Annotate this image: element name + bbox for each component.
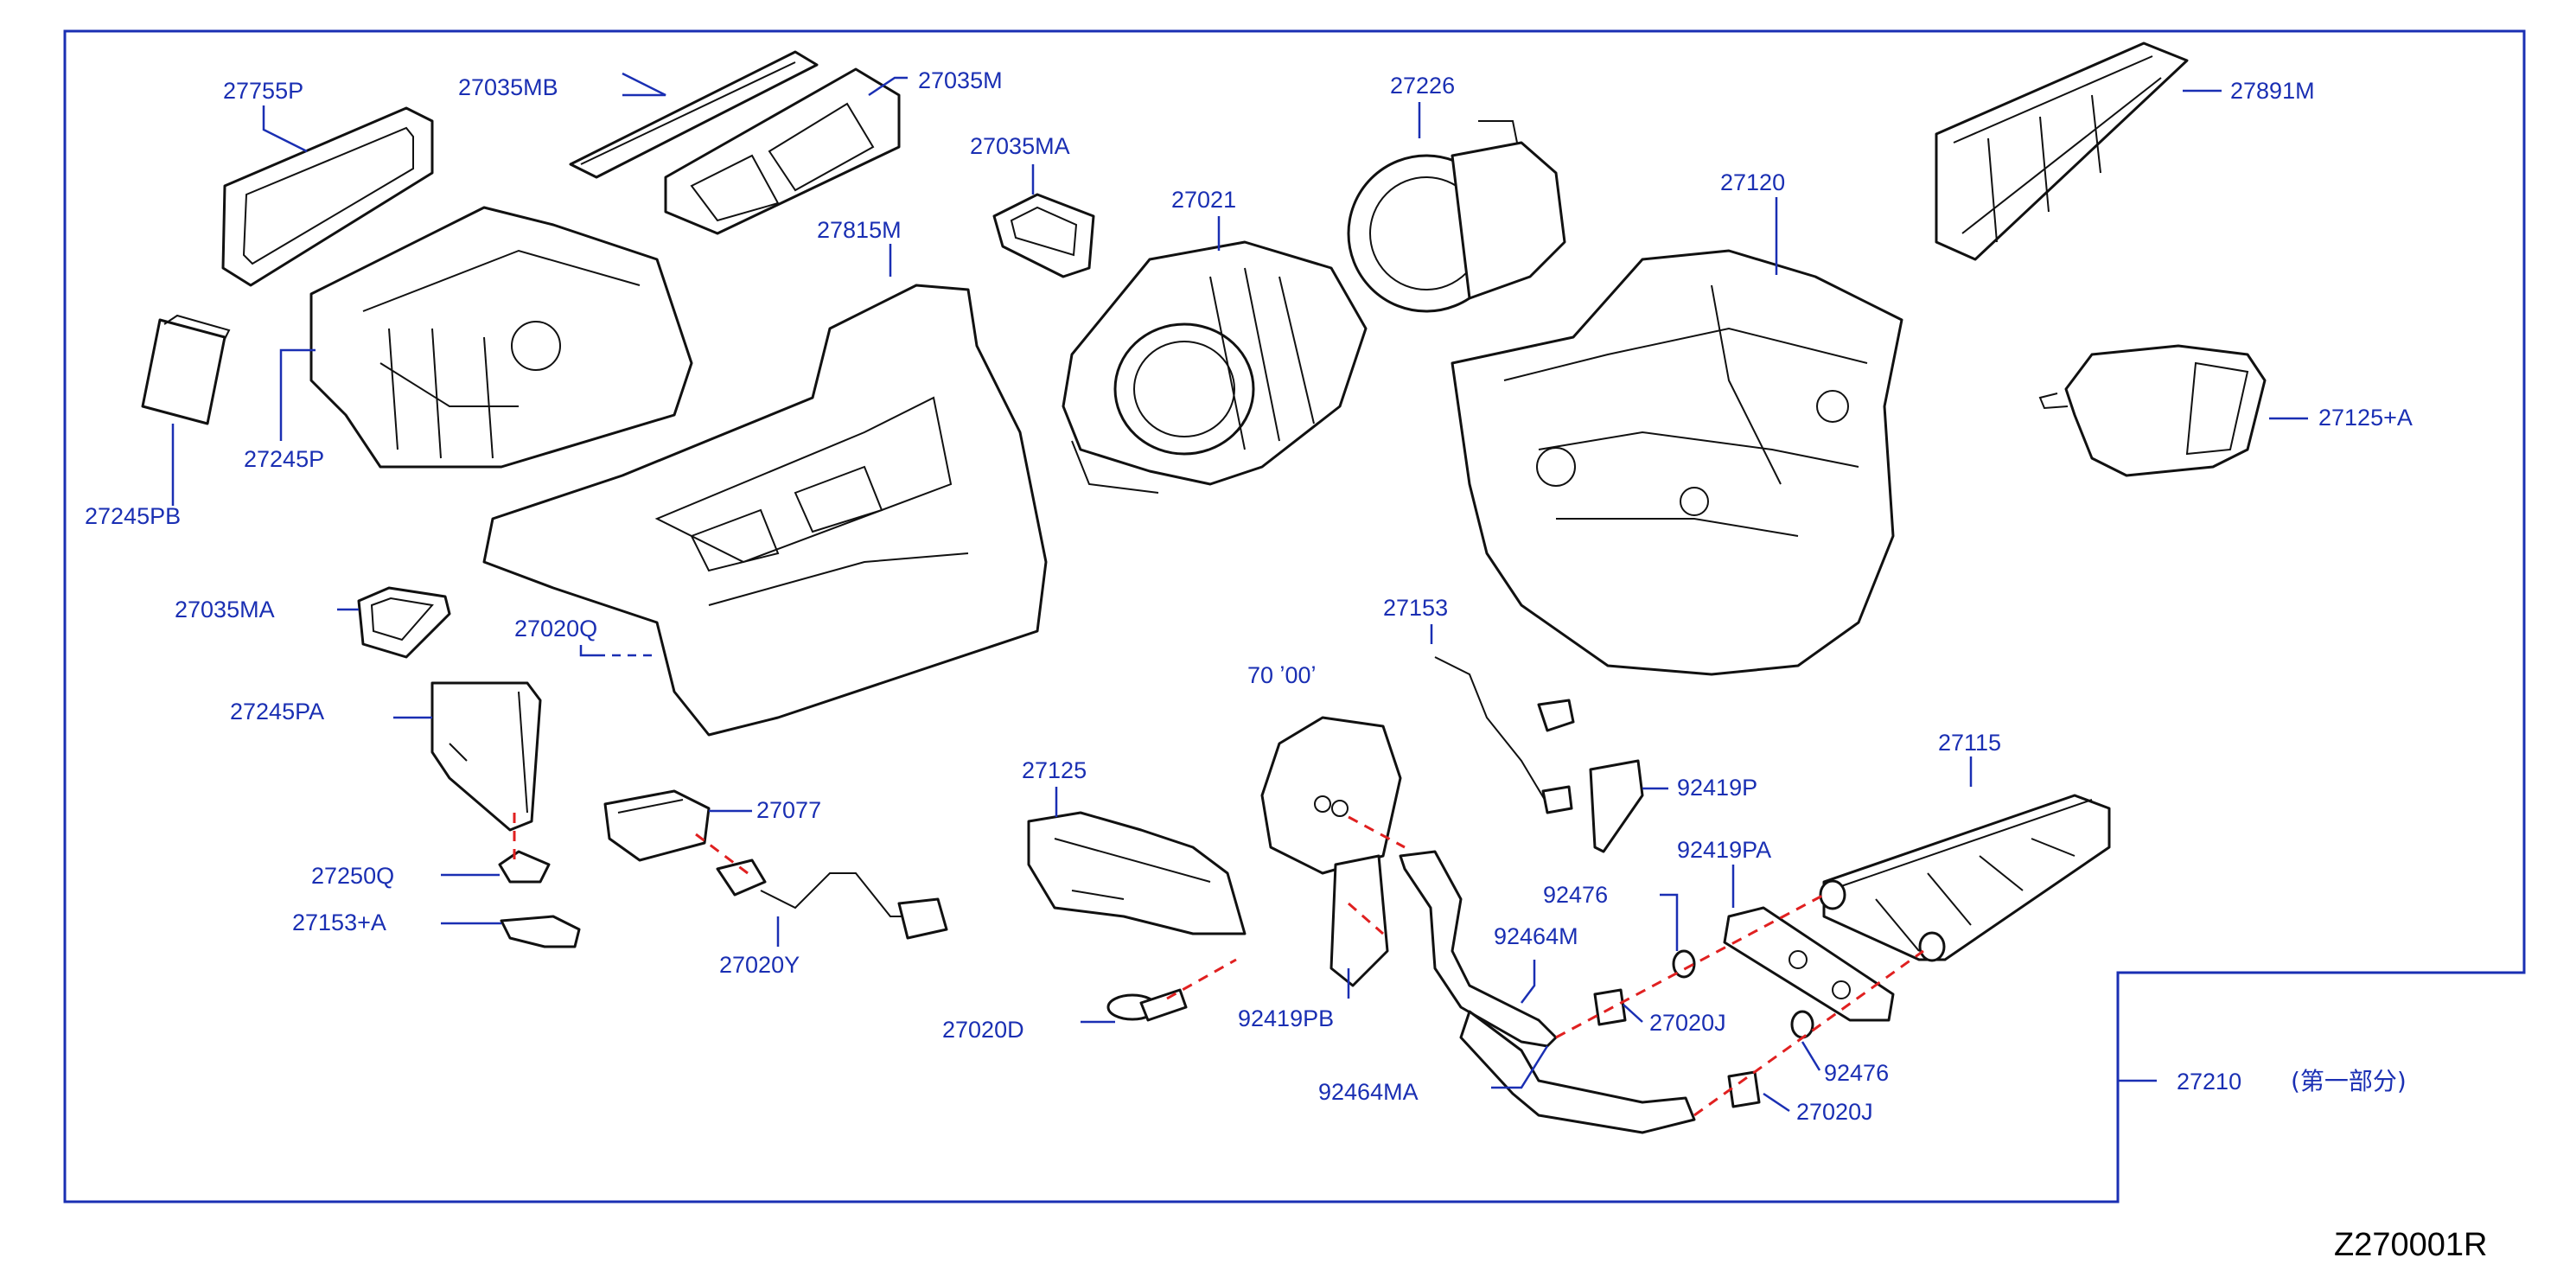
resistor-27077 — [603, 789, 711, 862]
label-92419P: 92419P — [1677, 775, 1757, 801]
part-27245PB — [141, 314, 231, 425]
cover-70xxx — [1260, 716, 1402, 875]
label-27226: 27226 — [1390, 73, 1455, 99]
label-27020Y: 27020Y — [719, 952, 800, 978]
label-27035M: 27035M — [918, 67, 1003, 93]
intake-housing-27245P — [309, 206, 693, 469]
label-27035MA-left: 27035MA — [175, 597, 275, 622]
label-27077: 27077 — [756, 797, 821, 823]
hose-92464M — [1399, 850, 1558, 1048]
frame-27035M — [664, 67, 901, 235]
label-27020J-b: 27020J — [1796, 1099, 1873, 1125]
housing-27815M — [482, 284, 1048, 737]
label-92476-a: 92476 — [1543, 882, 1608, 908]
label-27153: 27153 — [1383, 595, 1448, 621]
actuator-27125 — [1027, 811, 1247, 935]
bracket-92419PB — [1329, 854, 1389, 987]
label-27153A: 27153+A — [292, 910, 386, 935]
heater-core-27115 — [1819, 794, 2111, 962]
assembly-line-6 — [1555, 893, 1825, 1039]
assembly-line-3 — [1166, 958, 1237, 1000]
label-27125A: 27125+A — [2318, 405, 2413, 431]
label-27125: 27125 — [1022, 757, 1087, 783]
cabin-filter-27891M — [1935, 41, 2189, 261]
label-27020J-a: 27020J — [1649, 1010, 1726, 1036]
clamp-92419P — [1589, 759, 1644, 853]
blower-fan-27226 — [1347, 120, 1566, 313]
heater-case-27120 — [1451, 249, 1903, 676]
o-ring-92476-a — [1672, 949, 1696, 979]
label-27755P: 27755P — [223, 78, 303, 104]
harness-27020Y — [716, 859, 948, 940]
label-92419PA: 92419PA — [1677, 837, 1771, 863]
diagram-frame — [63, 29, 2526, 1203]
o-ring-92476-b — [1790, 1010, 1814, 1039]
label-70xxx: 70 ʼ00ʼ — [1247, 662, 1317, 688]
label-27815M: 27815M — [817, 217, 902, 243]
actuator-link-27250Q — [498, 850, 551, 884]
label-27245P: 27245P — [244, 446, 324, 472]
label-27020Q: 27020Q — [514, 616, 597, 642]
label-27021: 27021 — [1171, 187, 1236, 213]
gasket-27755P — [221, 106, 434, 287]
clip-27020J-a — [1593, 988, 1627, 1026]
plate-92419PA — [1723, 906, 1895, 1022]
duct-27125A — [2038, 344, 2267, 477]
clip-27020J-b — [1727, 1070, 1761, 1108]
label-27245PA: 27245PA — [230, 699, 324, 724]
label-27245PB: 27245PB — [85, 503, 181, 529]
label-92464M: 92464M — [1494, 923, 1578, 949]
label-27035MB: 27035MB — [458, 74, 558, 100]
sensor-harness-27153 — [1434, 656, 1575, 814]
section-note: (第一部分) — [2291, 1067, 2407, 1095]
screw-27020D — [1106, 988, 1188, 1022]
door-27245PA — [430, 681, 542, 832]
label-92464MA: 92464MA — [1318, 1079, 1419, 1105]
filter-27035MB — [569, 50, 819, 179]
diagram-code: Z270001R — [2334, 1227, 2487, 1263]
label-27020D: 27020D — [942, 1017, 1024, 1043]
gasket-27035MA-top — [992, 193, 1095, 278]
assembly-line-5 — [1348, 902, 1384, 935]
label-92419PB: 92419PB — [1238, 1005, 1334, 1031]
label-27035MA-top: 27035MA — [970, 133, 1070, 159]
label-92476-b: 92476 — [1824, 1060, 1889, 1086]
blower-housing-27021 — [1062, 240, 1368, 494]
label-27210: 27210 — [2177, 1069, 2241, 1095]
label-27891M: 27891M — [2230, 78, 2315, 104]
label-27115: 27115 — [1938, 730, 2001, 756]
gasket-27035MA-left — [357, 586, 451, 659]
label-27120: 27120 — [1720, 169, 1785, 195]
sensor-27153A — [500, 915, 581, 948]
leader-lines — [171, 72, 2308, 1113]
label-27250Q: 27250Q — [311, 863, 394, 889]
